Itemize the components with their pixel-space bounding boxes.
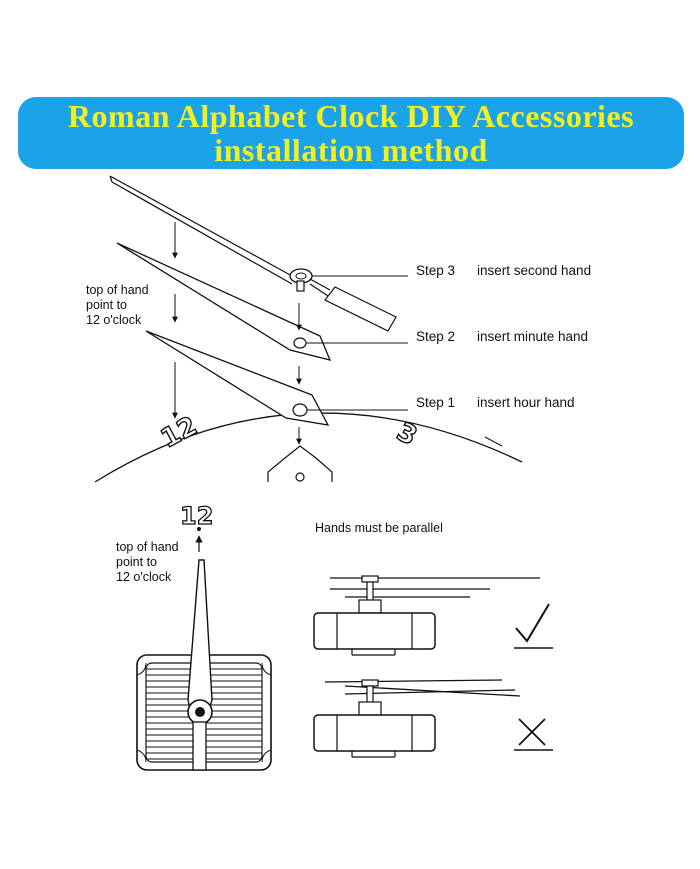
top-exploded-view: 12 3 [94,175,523,483]
bottom-hand-note: top of hand point to 12 o'clock [116,540,179,585]
movement-shaft [267,445,333,482]
bottom-note-line-3: 12 o'clock [116,570,172,584]
banner-title: Roman Alphabet Clock DIY Accessories [67,98,635,134]
minute-hand [116,242,332,361]
second-hand [109,175,397,332]
dial-number-12: 12 [156,411,202,454]
movement-front-view: 12 [136,501,272,771]
step-3-label: Step 3 [416,263,456,278]
top-note-line-3: 12 o'clock [86,313,142,327]
parallel-wrong-view [313,679,521,758]
step-3-action: insert second hand [477,263,592,278]
step-1-label: Step 1 [416,395,456,410]
hour-hand [145,330,330,426]
banner-subtitle: installation method [214,132,488,168]
top-note-line-2: point to [86,298,128,312]
top-hand-note: top of hand point to 12 o'clock [86,283,149,328]
title-banner: Roman Alphabet Clock DIY Accessories ins… [18,97,684,169]
step-2-action: insert minute hand [477,329,589,344]
cross-mark-icon [514,718,553,751]
parallel-title: Hands must be parallel [315,521,443,535]
check-mark-icon [514,603,553,649]
clock-dial-arc [94,412,523,483]
dial-number-3: 3 [392,417,422,452]
bottom-note-line-1: top of hand [116,540,179,554]
top-note-line-1: top of hand [86,283,149,297]
step-1-action: insert hour hand [477,395,575,410]
step-2-label: Step 2 [416,329,456,344]
parallel-correct-view [313,575,540,656]
bottom-dial-number-12: 12 [180,502,213,530]
bottom-note-line-2: point to [116,555,158,569]
